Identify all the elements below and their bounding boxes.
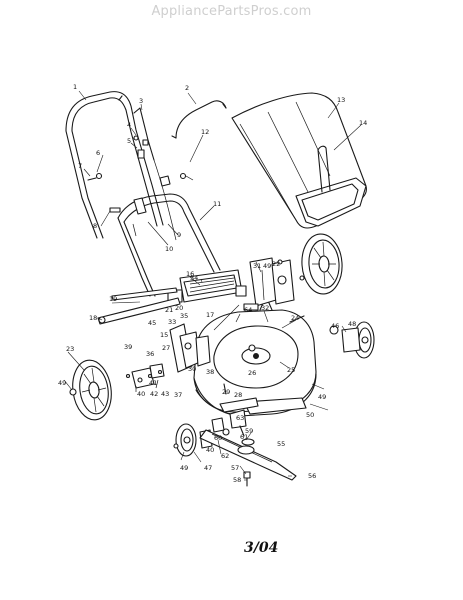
callout-42: 42 xyxy=(150,390,158,398)
callout-55: 55 xyxy=(277,440,285,448)
discharge-plate xyxy=(219,397,307,415)
callout-16: 16 xyxy=(186,270,194,278)
grass-bag xyxy=(231,92,367,229)
callout-45: 45 xyxy=(148,319,156,327)
upper-handle xyxy=(65,91,164,239)
right-front-wheel xyxy=(329,321,375,359)
callout-17: 17 xyxy=(206,311,214,319)
callout-47: 47 xyxy=(204,464,212,472)
mower-deck xyxy=(193,295,317,417)
callout-49-right: 49 xyxy=(318,393,326,401)
callout-5: 5 xyxy=(127,137,131,145)
callout-25: 25 xyxy=(287,366,295,374)
callout-49-rear-right: 49 xyxy=(263,262,271,270)
left-hardware-cluster xyxy=(125,363,165,392)
rear-door xyxy=(167,269,247,303)
callout-49-front: 49 xyxy=(180,464,188,472)
watermark: AppliancePartsPros.com xyxy=(151,4,312,19)
callout-30: 30 xyxy=(188,365,196,373)
callout-2: 2 xyxy=(185,84,189,92)
callout-7: 7 xyxy=(78,162,82,170)
callout-48: 48 xyxy=(348,320,356,328)
callout-29: 29 xyxy=(222,388,230,396)
callout-59: 59 xyxy=(245,427,253,435)
callout-34: 34 xyxy=(190,274,198,282)
callout-23: 23 xyxy=(66,345,74,353)
lower-handle xyxy=(117,193,221,297)
callout-41: 41 xyxy=(149,379,157,387)
right-rear-wheel xyxy=(299,233,343,295)
callout-38: 38 xyxy=(206,368,214,376)
callout-labels: 1 2 3 4 5 6 7 8 9 10 11 12 13 14 15 16 1… xyxy=(58,83,367,484)
callout-4: 4 xyxy=(127,121,131,129)
callout-26: 26 xyxy=(248,369,256,377)
rear-axle xyxy=(97,287,181,325)
callout-15: 15 xyxy=(160,331,168,339)
callout-9: 9 xyxy=(177,231,181,239)
left-rear-wheel xyxy=(69,359,112,421)
callout-40-left: 40 xyxy=(137,390,145,398)
callout-39: 39 xyxy=(124,343,132,351)
callout-32: 32 xyxy=(261,304,269,312)
callout-21: 21 xyxy=(165,306,173,314)
callout-60: 60 xyxy=(214,434,222,442)
callout-27: 27 xyxy=(162,344,170,352)
callout-20: 20 xyxy=(175,304,183,312)
callout-49-rear-left: 49 xyxy=(58,379,66,387)
callout-46: 46 xyxy=(331,322,339,330)
callout-13: 13 xyxy=(337,96,345,104)
callout-3: 3 xyxy=(139,97,143,105)
callout-1: 1 xyxy=(73,83,77,91)
left-height-adjuster xyxy=(169,323,211,373)
callout-8: 8 xyxy=(93,222,97,230)
callout-19: 19 xyxy=(109,295,117,303)
bag-support-rod xyxy=(171,100,227,139)
right-height-adjuster xyxy=(243,257,295,311)
callout-12: 12 xyxy=(201,128,209,136)
callout-57: 57 xyxy=(231,464,239,472)
callout-36: 36 xyxy=(146,350,154,358)
control-bail xyxy=(133,107,177,241)
callout-14: 14 xyxy=(359,119,367,127)
callout-31: 31 xyxy=(253,262,261,270)
callout-63: 63 xyxy=(236,414,244,422)
callout-58: 58 xyxy=(233,476,241,484)
callout-50: 50 xyxy=(306,411,314,419)
callout-62: 62 xyxy=(221,452,229,460)
callout-24: 24 xyxy=(291,314,299,322)
handle-hardware xyxy=(87,135,194,237)
callout-28: 28 xyxy=(234,391,242,399)
callout-18: 18 xyxy=(89,314,97,322)
callout-64: 64 xyxy=(244,306,252,314)
callout-61: 61 xyxy=(240,433,248,441)
callout-11: 11 xyxy=(213,200,221,208)
leader-lines xyxy=(63,90,362,481)
callout-6: 6 xyxy=(96,149,100,157)
callout-33: 33 xyxy=(168,318,176,326)
callout-10: 10 xyxy=(165,245,173,253)
callout-43: 43 xyxy=(161,390,169,398)
date-code: 3/04 xyxy=(244,540,279,556)
callout-22: 22 xyxy=(272,260,280,268)
callout-40-front: 40 xyxy=(206,446,214,454)
callout-35: 35 xyxy=(180,312,188,320)
blade-assembly xyxy=(199,409,297,487)
callout-56: 56 xyxy=(308,472,316,480)
callout-37: 37 xyxy=(174,391,182,399)
